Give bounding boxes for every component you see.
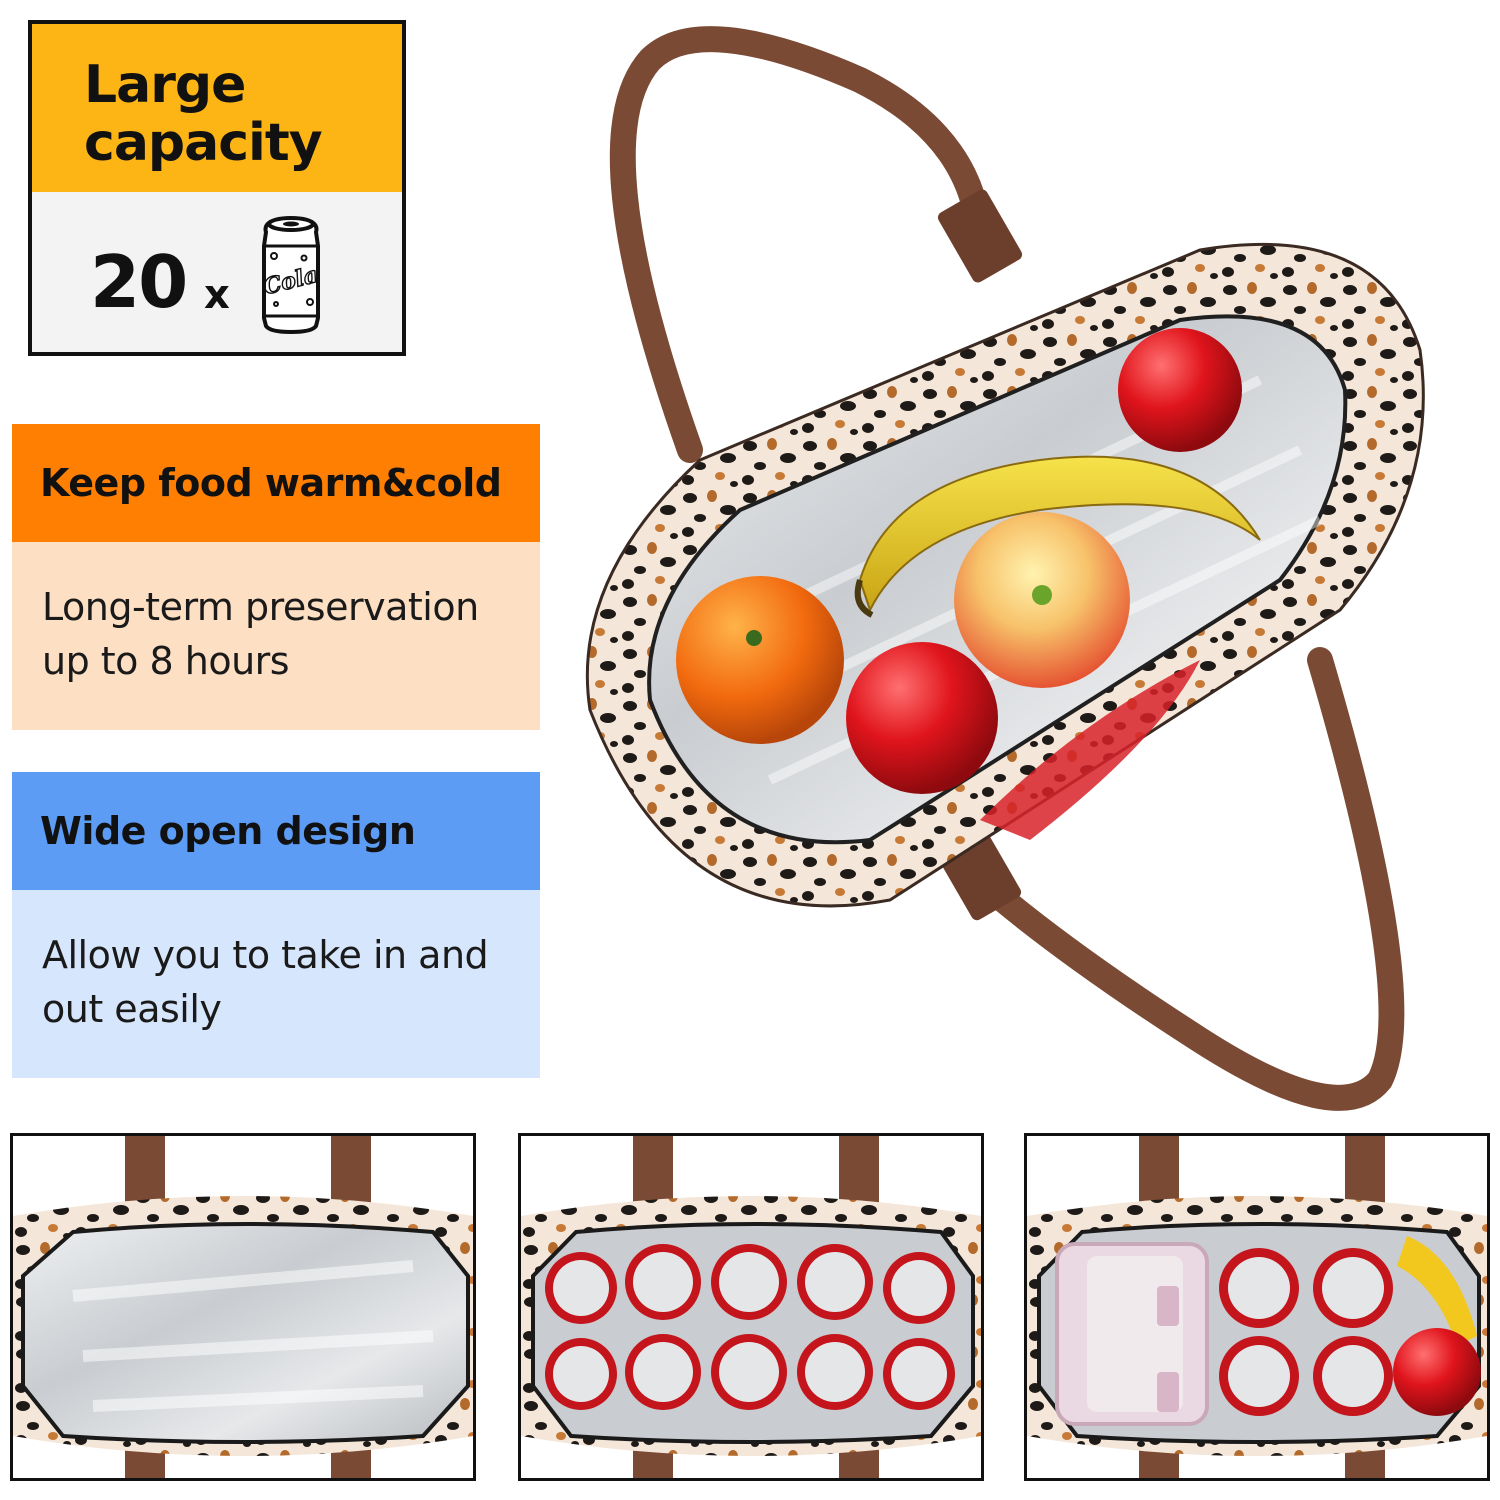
feature-warm-description: Long-term preservation up to 8 hours [12, 542, 540, 730]
mixed-bag-illustration [1027, 1136, 1487, 1478]
feature-wide-open-design: Wide open design Allow you to take in an… [12, 772, 540, 1078]
empty-lunch-bag-photo [10, 1133, 476, 1481]
lunch-bag-with-cans-photo [518, 1133, 984, 1481]
feature-warm-line2: up to 8 hours [42, 639, 290, 683]
feature-keep-warm-cold: Keep food warm&cold Long-term preservati… [12, 424, 540, 730]
soda-can-icon: Cola [260, 216, 321, 335]
multiplier-symbol: x [204, 272, 230, 318]
can-tops-row2 [545, 1334, 955, 1410]
capacity-title-line2: capacity [84, 113, 323, 173]
lunch-bag-with-fruit-photo [585, 26, 1425, 1111]
can-count: 20 [90, 240, 188, 324]
cans-bag-illustration [521, 1136, 981, 1478]
feature-open-line2: out easily [42, 987, 222, 1031]
feature-open-heading: Wide open design [12, 772, 540, 890]
capacity-title-line1: Large [84, 55, 246, 115]
feature-warm-heading: Keep food warm&cold [12, 424, 540, 542]
lunch-bag-with-container-and-cans-photo [1024, 1133, 1490, 1481]
capacity-badge-header [32, 24, 402, 192]
feature-open-description: Allow you to take in and out easily [12, 890, 540, 1078]
feature-warm-line1: Long-term preservation [42, 585, 479, 629]
feature-open-line1: Allow you to take in and [42, 933, 489, 977]
capacity-title: Large capacity [84, 55, 323, 173]
empty-bag-illustration [13, 1136, 473, 1478]
capacity-badge: Large capacity 20 x Cola [28, 20, 406, 356]
can-tops-row1 [545, 1244, 955, 1324]
